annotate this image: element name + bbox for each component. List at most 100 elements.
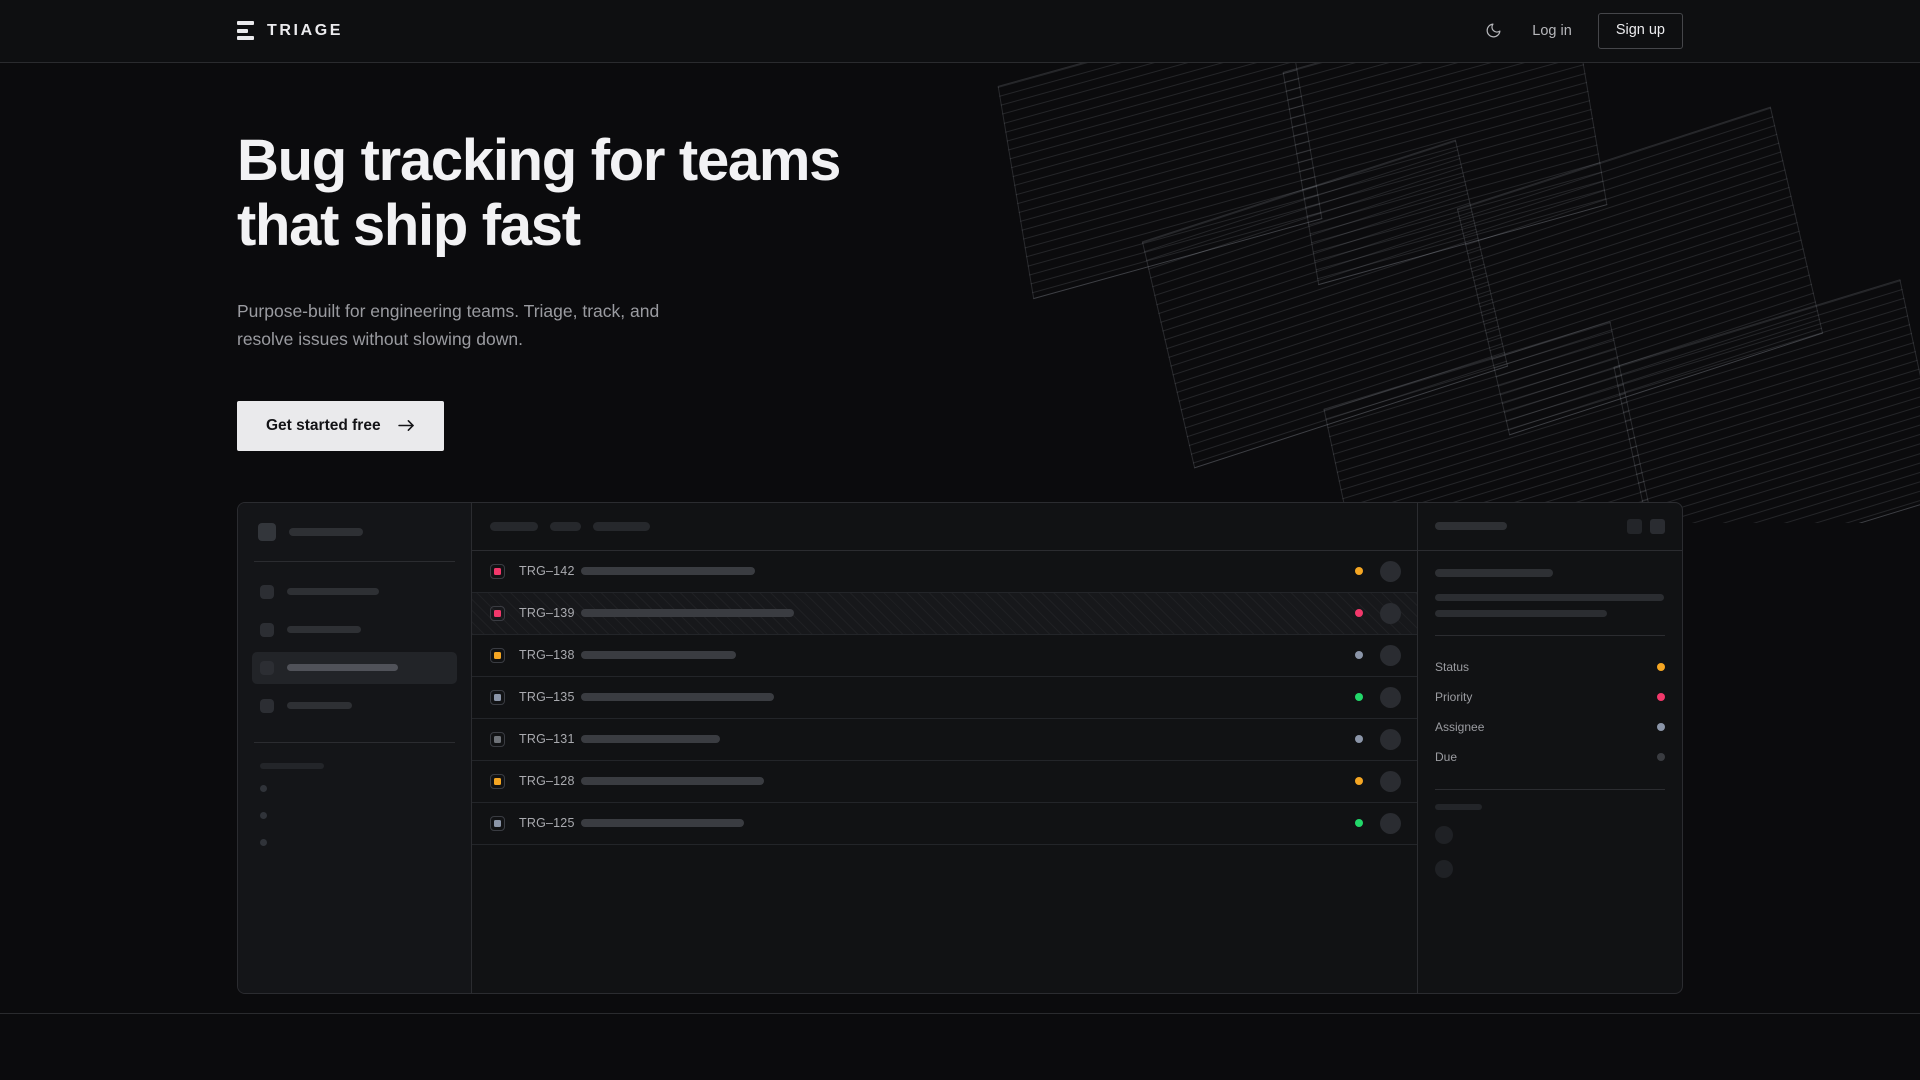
sidebar-mini-dot — [260, 811, 267, 819]
toolbar-filter-2[interactable] — [550, 521, 581, 531]
page-title: Bug tracking for teams that ship fast — [237, 128, 1017, 259]
detail-header — [1418, 503, 1682, 551]
hero-section: Bug tracking for teams that ship fast Pu… — [0, 63, 1920, 451]
avatar — [1380, 770, 1401, 792]
table-row[interactable]: TRG–139 — [472, 592, 1417, 635]
status-badge — [1355, 567, 1363, 576]
sidebar-mini-dot — [260, 784, 267, 792]
issue-key: TRG–142 — [519, 564, 575, 579]
avatar — [1380, 602, 1401, 624]
signup-button[interactable]: Sign up — [1597, 13, 1683, 49]
meta-row-due[interactable]: Due — [1435, 742, 1665, 772]
sidebar-item-4[interactable] — [252, 690, 457, 722]
sidebar-item-icon — [260, 660, 274, 675]
sidebar-mini-item[interactable] — [252, 829, 457, 856]
avatar — [1380, 644, 1401, 666]
issue-detail-panel: Status Priority Assignee Due — [1417, 502, 1682, 993]
sidebar-divider — [254, 560, 455, 562]
priority-badge — [1657, 692, 1665, 701]
avatar — [1380, 560, 1401, 582]
hero-title-line-2: that ship fast — [237, 192, 581, 258]
app-sidebar — [238, 502, 472, 993]
meta-label: Due — [1435, 749, 1458, 764]
detail-action-button-1[interactable] — [1627, 518, 1642, 534]
arrow-right-icon — [397, 419, 415, 432]
issue-title-placeholder — [581, 735, 720, 744]
toolbar-filter-3[interactable] — [593, 521, 650, 531]
issue-title-placeholder — [581, 819, 744, 828]
sidebar-item-1[interactable] — [252, 576, 457, 608]
sidebar-mini-item[interactable] — [252, 775, 457, 802]
table-row[interactable]: TRG–135 — [472, 677, 1417, 719]
avatar — [1380, 686, 1401, 708]
due-badge — [1657, 752, 1665, 761]
detail-description-line — [1435, 609, 1607, 617]
detail-title-placeholder — [1435, 568, 1553, 577]
workspace-avatar — [258, 522, 276, 541]
issue-key: TRG–131 — [519, 732, 575, 747]
status-badge — [1355, 693, 1363, 702]
hero-subtitle: Purpose-built for engineering teams. Tri… — [237, 300, 660, 350]
issue-rows: TRG–142 TRG–139 — [472, 551, 1417, 993]
issue-key: TRG–138 — [519, 648, 575, 663]
table-row[interactable]: TRG–128 — [472, 761, 1417, 803]
status-badge — [1355, 777, 1363, 786]
hero-title-line-1: Bug tracking for teams — [237, 128, 841, 193]
activity-section-label — [1435, 803, 1482, 810]
issue-title-placeholder — [581, 651, 736, 660]
status-badge — [1355, 819, 1363, 828]
priority-indicator — [490, 647, 505, 663]
avatar — [1435, 825, 1453, 844]
issue-key: TRG–139 — [519, 606, 575, 621]
issue-title-placeholder — [581, 777, 764, 786]
sidebar-item-3-active[interactable] — [252, 651, 457, 684]
meta-label: Status — [1435, 659, 1470, 674]
priority-indicator — [490, 563, 505, 579]
login-link[interactable]: Log in — [1532, 22, 1572, 39]
section-divider — [0, 1013, 1920, 1014]
meta-row-priority[interactable]: Priority — [1435, 682, 1665, 712]
meta-row-assignee[interactable]: Assignee — [1435, 712, 1665, 742]
status-badge — [1355, 609, 1363, 618]
meta-row-status[interactable]: Status — [1435, 652, 1665, 682]
meta-label: Priority — [1435, 689, 1473, 704]
sidebar-divider-2 — [254, 741, 455, 743]
table-row[interactable]: TRG–125 — [472, 803, 1417, 845]
sidebar-section-label — [252, 757, 457, 775]
sidebar-item-label — [287, 588, 379, 596]
detail-action-button-2[interactable] — [1650, 518, 1665, 534]
header-actions: Log in Sign up — [1480, 13, 1683, 49]
app-preview: TRG–142 TRG–139 — [237, 501, 1683, 994]
stacked-bars-logo-icon — [237, 21, 254, 41]
sidebar-workspace[interactable] — [252, 519, 457, 541]
get-started-label: Get started free — [266, 416, 381, 434]
table-row[interactable]: TRG–142 — [472, 551, 1417, 593]
detail-divider — [1435, 634, 1665, 636]
priority-indicator — [490, 731, 505, 747]
detail-header-placeholder — [1435, 522, 1507, 531]
table-row[interactable]: TRG–131 — [472, 719, 1417, 761]
table-row[interactable]: TRG–138 — [472, 635, 1417, 677]
sidebar-item-2[interactable] — [252, 614, 457, 646]
status-badge — [1657, 662, 1665, 671]
app-shell: TRG–142 TRG–139 — [237, 501, 1683, 994]
sidebar-item-label — [287, 702, 352, 710]
brand-logo[interactable]: TRIAGE — [237, 21, 344, 41]
toolbar-filter-1[interactable] — [490, 521, 538, 531]
detail-description-line — [1435, 593, 1664, 601]
site-header: TRIAGE Log in Sign up — [0, 0, 1920, 63]
priority-indicator — [490, 605, 505, 621]
list-toolbar — [472, 503, 1417, 551]
issue-list-panel: TRG–142 TRG–139 — [472, 503, 1417, 993]
issue-key: TRG–135 — [519, 690, 575, 705]
sidebar-item-label — [287, 664, 398, 672]
moon-icon[interactable] — [1480, 18, 1506, 44]
get-started-button[interactable]: Get started free — [237, 400, 444, 451]
issue-key: TRG–128 — [519, 774, 575, 789]
sidebar-mini-item[interactable] — [252, 802, 457, 829]
issue-title-placeholder — [581, 693, 774, 702]
status-badge — [1355, 735, 1363, 744]
avatar — [1380, 812, 1401, 834]
sidebar-mini-dot — [260, 838, 267, 846]
brand-name: TRIAGE — [267, 21, 344, 39]
